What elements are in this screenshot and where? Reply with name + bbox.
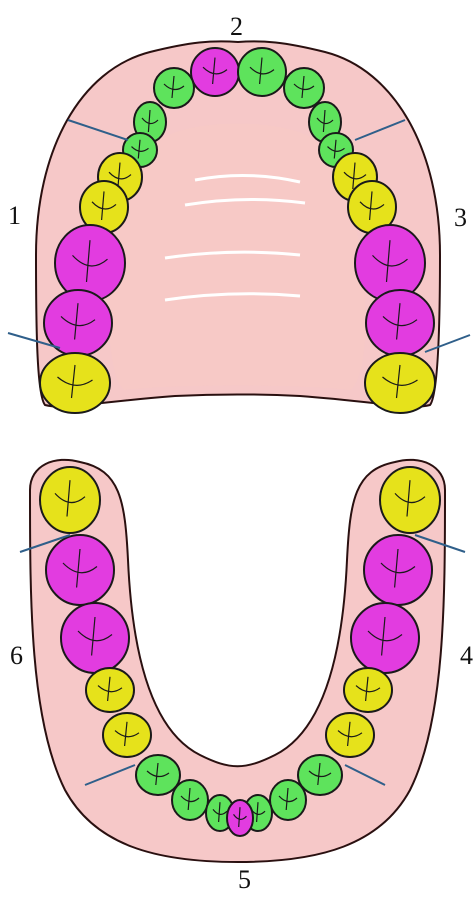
tooth (40, 467, 100, 533)
tooth (172, 780, 208, 820)
tooth (136, 755, 180, 795)
tooth (103, 713, 151, 757)
tooth (284, 68, 324, 108)
tooth (298, 755, 342, 795)
label-4: 4 (460, 643, 473, 669)
tooth (61, 603, 129, 673)
label-2: 2 (230, 14, 243, 40)
tooth (366, 290, 434, 356)
tooth (238, 48, 286, 96)
tooth (270, 780, 306, 820)
tooth (344, 668, 392, 712)
tooth (351, 603, 419, 673)
tooth (326, 713, 374, 757)
tooth (86, 668, 134, 712)
tooth (154, 68, 194, 108)
tooth (380, 467, 440, 533)
tooth (40, 353, 110, 413)
tooth (364, 535, 432, 605)
tooth (46, 535, 114, 605)
label-3: 3 (454, 205, 467, 231)
label-6: 6 (10, 643, 23, 669)
tooth (365, 353, 435, 413)
tooth (227, 800, 253, 836)
tooth (191, 48, 239, 96)
label-5: 5 (238, 867, 251, 893)
tooth (55, 225, 125, 301)
label-1: 1 (8, 203, 21, 229)
tooth (355, 225, 425, 301)
